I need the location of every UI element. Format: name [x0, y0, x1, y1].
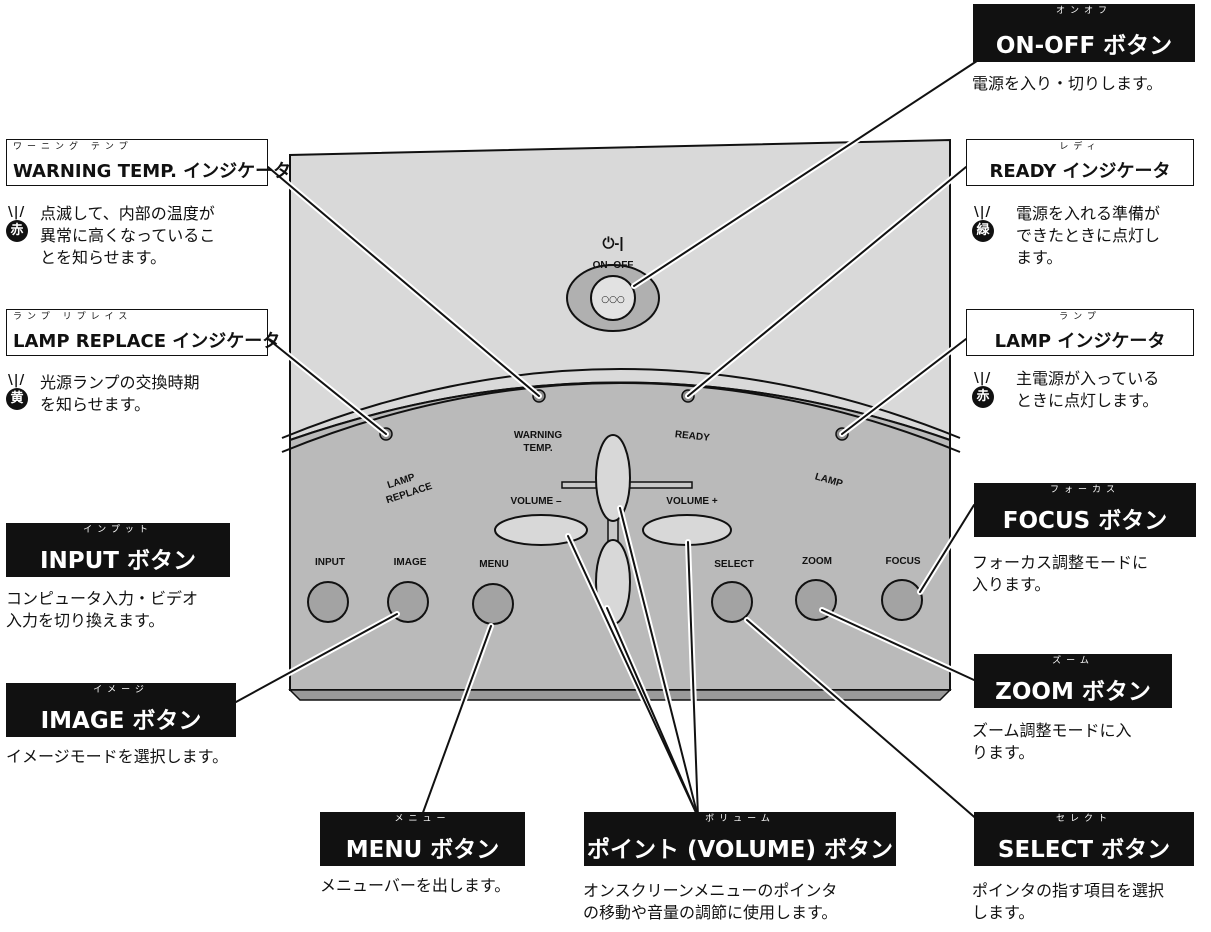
lamp-description: 主電源が入っている ときに点灯します。 [1016, 369, 1160, 410]
zoom-ruby: ズーム [1052, 656, 1094, 666]
image-title: IMAGE ボタン [40, 708, 202, 734]
zoom-label: ZOOM [802, 556, 832, 567]
select-description: ポインタの指す項目を選択 します。 [972, 881, 1165, 922]
zoom-title: ZOOM ボタン [995, 679, 1151, 705]
image-label: IMAGE [394, 557, 427, 568]
menu-label: MENU [479, 559, 508, 570]
focus-ruby: フォーカス [1049, 485, 1120, 495]
select-callout-box: セレクト SELECT ボタン [974, 812, 1194, 866]
onoff-ruby: オンオフ [1055, 6, 1112, 16]
ready-callout-box: レディ READY インジケータ [966, 139, 1194, 186]
menu-callout-box: メニュー MENU ボタン [320, 812, 525, 866]
warning-title: WARNING TEMP. インジケータ [13, 161, 292, 182]
point-up-button [595, 434, 631, 522]
lamp-title: LAMP インジケータ [994, 331, 1166, 352]
power-button-glyph: ○○○ [601, 295, 625, 305]
select-ruby: セレクト [1055, 814, 1112, 824]
blink-yellow-icon: \|/ 黄 [6, 374, 40, 418]
panel-front-lip [288, 689, 952, 701]
input-label: INPUT [315, 557, 345, 568]
lamp-replace-description: 光源ランプの交換時期 を知らせます。 [40, 373, 200, 414]
focus-button [881, 579, 923, 621]
warning-label-1: WARNING [514, 430, 563, 441]
focus-callout-box: フォーカス FOCUS ボタン [974, 483, 1196, 537]
light-red-icon: \|/ 赤 [972, 372, 1006, 416]
image-description: イメージモードを選択します。 [6, 747, 229, 766]
point-callout-box: ボリューム ポイント (VOLUME) ボタン [584, 812, 896, 866]
warning-callout-box: ワーニング テンプ WARNING TEMP. インジケータ [6, 139, 292, 186]
input-callout-box: インプット INPUT ボタン [6, 523, 230, 577]
onoff-description: 電源を入り・切りします。 [972, 74, 1163, 93]
input-button [307, 581, 349, 623]
onoff-title: ON-OFF ボタン [995, 33, 1173, 59]
image-ruby: イメージ [93, 685, 149, 695]
image-callout-box: イメージ IMAGE ボタン [6, 683, 236, 737]
focus-description: フォーカス調整モードに 入ります。 [972, 553, 1149, 594]
power-label: ON−OFF [593, 260, 634, 271]
lamp-ruby: ランプ [1059, 312, 1101, 322]
lamp-replace-callout-box: ランプ リプレイス LAMP REPLACE インジケータ [6, 309, 281, 356]
focus-title: FOCUS ボタン [1002, 508, 1168, 534]
menu-description: メニューバーを出します。 [320, 876, 511, 895]
point-description: オンスクリーンメニューのポインタ の移動や音量の調節に使用します。 [583, 881, 838, 922]
lamp-callout-box: ランプ LAMP インジケータ [966, 309, 1194, 356]
blink-red-icon: \|/ 赤 [6, 206, 40, 250]
warning-label-2: TEMP. [523, 443, 552, 454]
point-title: ポイント (VOLUME) ボタン [586, 837, 894, 863]
zoom-description: ズーム調整モードに入 ります。 [972, 721, 1132, 762]
light-green-icon: \|/ 緑 [972, 206, 1006, 250]
warning-description: 点滅して、内部の温度が 異常に高くなっているこ とを知らせます。 [40, 204, 216, 267]
ready-ruby: レディ [1059, 142, 1101, 152]
ready-title: READY インジケータ [989, 161, 1171, 182]
lamp-replace-ruby: ランプ リプレイス [13, 312, 133, 322]
menu-button [472, 583, 514, 625]
select-button [711, 581, 753, 623]
input-ruby: インプット [83, 525, 153, 535]
power-symbol: ⏻-| [602, 235, 623, 252]
ready-label: READY [674, 429, 710, 444]
volume-minus-button [494, 514, 588, 546]
volume-minus-label: VOLUME – [510, 496, 562, 507]
onoff-callout-box: オンオフ ON-OFF ボタン [973, 4, 1195, 62]
point-ruby: ボリューム [705, 814, 775, 824]
lamp-replace-title: LAMP REPLACE インジケータ [13, 331, 281, 352]
select-label: SELECT [714, 559, 753, 570]
input-title: INPUT ボタン [39, 548, 197, 574]
input-description: コンピュータ入力・ビデオ 入力を切り換えます。 [6, 589, 199, 630]
select-title: SELECT ボタン [997, 837, 1171, 863]
volume-plus-label: VOLUME + [666, 496, 718, 507]
menu-title: MENU ボタン [345, 837, 500, 863]
focus-label: FOCUS [886, 556, 921, 567]
power-button [590, 275, 636, 321]
ready-description: 電源を入れる準備が できたときに点灯し ます。 [1016, 204, 1161, 267]
zoom-callout-box: ズーム ZOOM ボタン [974, 654, 1172, 708]
menu-ruby: メニュー [394, 814, 451, 824]
warning-ruby: ワーニング テンプ [13, 142, 133, 152]
